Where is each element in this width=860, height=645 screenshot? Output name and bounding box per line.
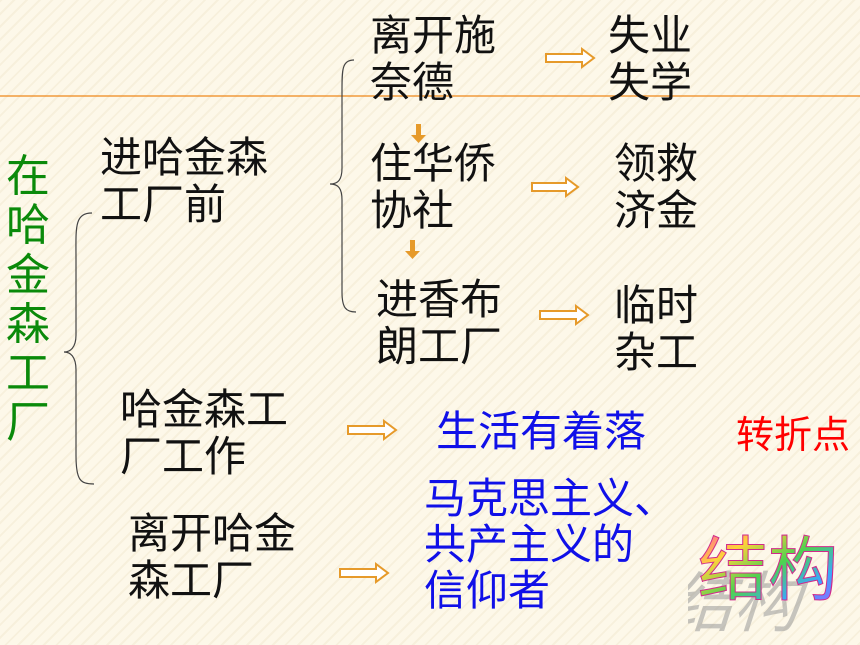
arrow-step-1 (545, 47, 596, 69)
branch-leave-label: 离开哈金 森工厂 (128, 509, 297, 606)
root-brace (63, 212, 95, 485)
branch-work-label: 哈金森工 厂工作 (120, 385, 289, 482)
turning-point-label: 转折点 (736, 413, 851, 457)
arrow-step-2 (531, 176, 580, 198)
structure-wordart-logo: 结构 结构 (688, 529, 839, 633)
step-2-label: 住华侨 协社 (370, 139, 497, 236)
steps-brace (329, 59, 357, 313)
branch-work-result: 生活有着落 (436, 407, 647, 456)
arrow-step-3 (539, 304, 590, 326)
branch-before-label: 进哈金森 工厂前 (100, 133, 269, 230)
step-1-result: 失业 失学 (608, 11, 693, 108)
logo-shadow-text: 结构 (688, 565, 818, 632)
arrow-leave (339, 562, 390, 584)
branch-leave-result: 马克思主义、 共产主义的 信仰者 (424, 474, 677, 616)
root-label: 在 哈 金 森 工 厂 (6, 151, 50, 449)
step-1-label: 离开施 奈德 (370, 11, 497, 108)
arrow-work (347, 419, 398, 441)
logo-text: 结构 (698, 529, 838, 611)
step-3-result: 临时 杂工 (614, 281, 699, 378)
down-arrow-1 (411, 124, 426, 143)
step-2-result: 领救 济金 (614, 139, 699, 236)
step-3-label: 进香布 朗工厂 (376, 275, 503, 372)
down-arrow-2 (405, 240, 420, 259)
